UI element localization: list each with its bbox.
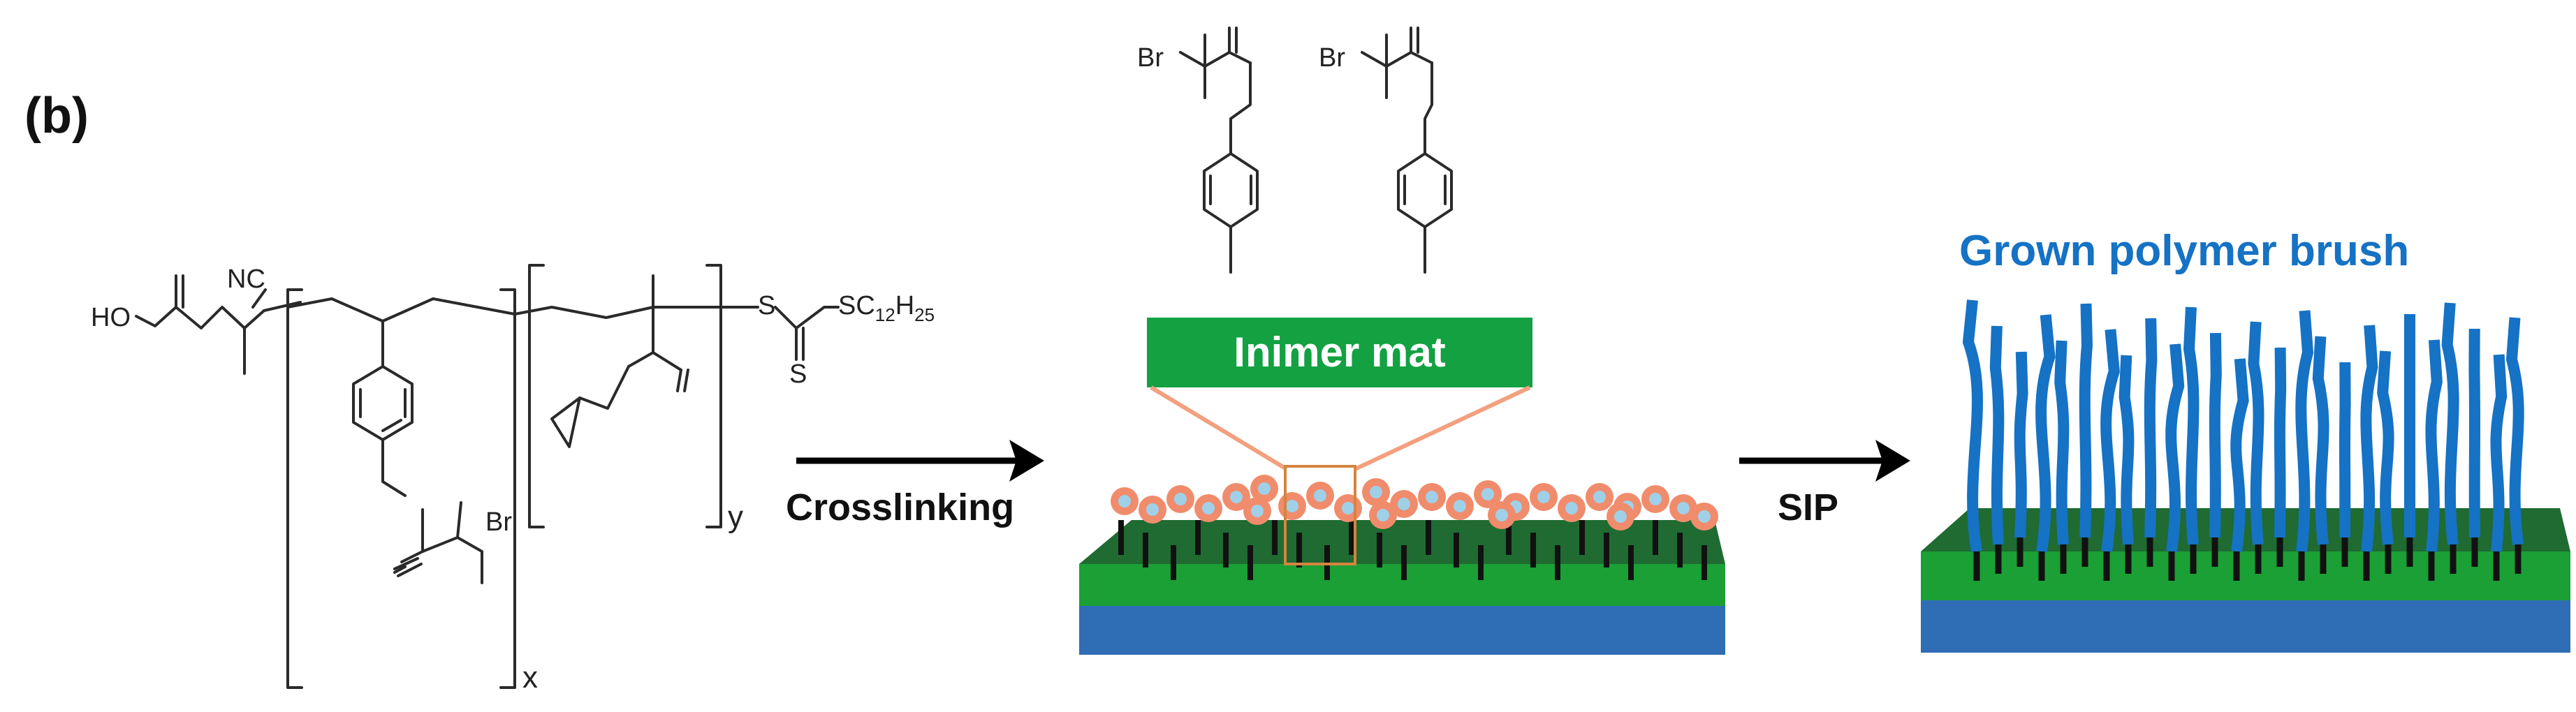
inimer-bead-core (1614, 510, 1627, 523)
inimer-bead-core (1258, 482, 1271, 495)
polymer-chain (2274, 347, 2287, 538)
crosslinking-arrow (796, 440, 1044, 482)
inimer-bead-core (1314, 489, 1326, 502)
subscript-x: x (522, 660, 538, 695)
nitrile-label: NC (227, 265, 265, 294)
polymer-chain (2054, 340, 2070, 545)
polymer-chain (2230, 358, 2249, 553)
polymer-chain (2377, 350, 2394, 545)
inimer-bead-core (1649, 493, 1662, 505)
bromine-label: Br (485, 507, 512, 537)
polymer-chain (2490, 354, 2508, 552)
inimer-bead-core (1174, 493, 1187, 505)
polymer-chain (2339, 362, 2351, 538)
subscript-y: y (728, 500, 743, 534)
polymer-chain (2100, 329, 2120, 553)
polymer-chain (2425, 339, 2443, 552)
zoom-lines (1150, 385, 1531, 471)
inimer-bead-core (1370, 486, 1382, 498)
inimer-bead-core (1118, 495, 1131, 507)
inimer-bead-core (1537, 491, 1550, 503)
inimer-bead-core (1698, 510, 1711, 523)
anchor-pins (1118, 520, 1707, 580)
sip-arrow (1739, 440, 1910, 482)
sulfur-label-1: S (758, 291, 775, 320)
hydroxyl-label: HO (91, 303, 131, 332)
substrate-middle (1079, 520, 1725, 655)
polymer-chain (2248, 321, 2264, 545)
inimer-bead-core (1251, 505, 1264, 517)
polymer-chain (2118, 355, 2135, 545)
panel-label: (b) (24, 88, 89, 144)
inimer-bead-core (1377, 509, 1389, 521)
inimer-bromine-2: Br (1319, 43, 1345, 73)
inimer-bromine-1: Br (1137, 43, 1164, 73)
polymer-chain (1989, 325, 2005, 545)
inimer-bead-core (1146, 503, 1159, 516)
inimer-bead-core (1593, 491, 1606, 503)
inimer-bead-core (1286, 500, 1298, 512)
polymer-chain (2144, 318, 2158, 538)
inimer-bead-core (1202, 502, 1215, 514)
inimer-bead-core (1495, 509, 1508, 521)
inimer-bead-core (1342, 502, 1354, 514)
inimer-bead-core (1454, 500, 1466, 512)
polymer-chain (2360, 325, 2378, 552)
zoom-box (1284, 465, 1356, 565)
polymer-chain (2035, 314, 2056, 553)
brush-title: Grown polymer brush (1959, 227, 2409, 275)
polymer-chain (2183, 306, 2200, 545)
crosslinking-label: Crosslinking (786, 487, 1014, 528)
polymer-chain (2505, 317, 2524, 545)
polymer-chain (1962, 299, 1983, 553)
inimer-bead-core (1677, 502, 1690, 514)
inimer-beads (1111, 475, 1718, 531)
polymer-chain (2209, 332, 2222, 538)
polymer-chain (2014, 351, 2028, 538)
polymer-chain (2079, 303, 2093, 538)
inimer-bead-core (1426, 491, 1438, 503)
dodecyl-group-label: SC12H25 (838, 291, 935, 325)
polymer-brush-chains (1962, 299, 2524, 581)
inimer-bead-core (1398, 498, 1410, 510)
inimer-bead-core (1230, 491, 1243, 503)
inimer-mat-label: Inimer mat (1234, 329, 1445, 376)
sulfur-label-2: S (789, 359, 807, 389)
inimer-mat-bar (1147, 318, 1532, 387)
polymer-chain (2165, 343, 2185, 553)
polymer-chain (2295, 310, 2314, 552)
inimer-bead-core (1565, 502, 1578, 514)
sip-label: SIP (1778, 487, 1838, 528)
polymer-chain (2312, 336, 2329, 545)
polymer-chain (2468, 328, 2481, 538)
inimer-bead-core (1481, 488, 1494, 500)
inimer-molecules (1179, 27, 1453, 274)
polymer-structure (135, 264, 840, 689)
polymer-chain (2441, 302, 2459, 545)
